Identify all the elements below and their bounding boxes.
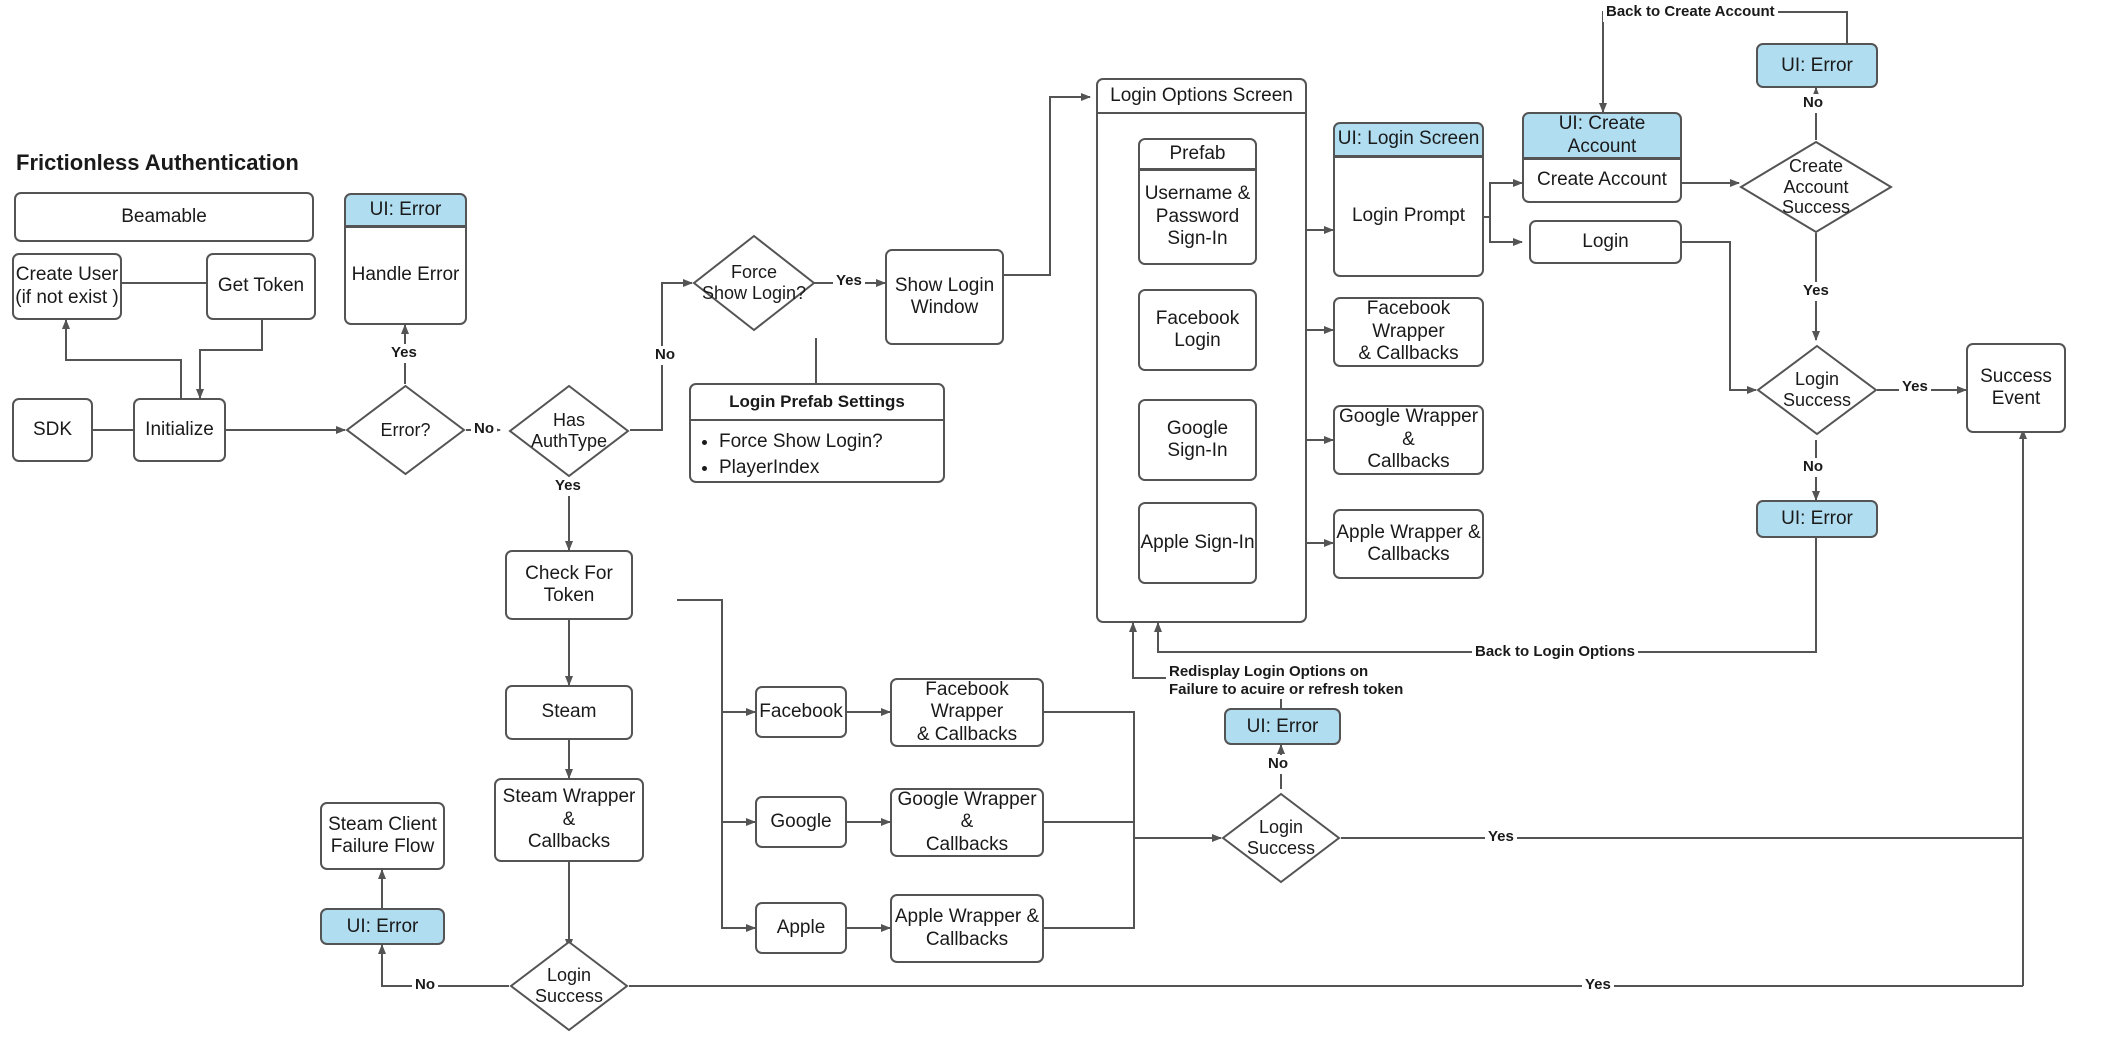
node-ui-error-mid[interactable]: UI: Error — [1224, 708, 1341, 745]
node-get-token[interactable]: Get Token — [206, 253, 316, 320]
node-login-success-right[interactable]: Login Success — [1756, 344, 1878, 436]
node-create-account[interactable]: Create Account — [1522, 159, 1682, 203]
node-success-event[interactable]: Success Event — [1966, 343, 2066, 433]
settings-list: Force Show Login? PlayerIndex — [691, 429, 943, 480]
node-google-wrapper-bottom[interactable]: Google Wrapper & Callbacks — [890, 788, 1044, 857]
node-beamable[interactable]: Beamable — [14, 192, 314, 242]
settings-title: Login Prefab Settings — [691, 385, 943, 421]
node-google-wrapper-top[interactable]: Google Wrapper & Callbacks — [1333, 405, 1484, 475]
node-apple-signin[interactable]: Apple Sign-In — [1138, 502, 1257, 584]
node-handle-error[interactable]: Handle Error — [344, 227, 467, 325]
node-has-authtype-decision[interactable]: Has AuthType — [508, 384, 630, 478]
node-google-signin[interactable]: Google Sign-In — [1138, 399, 1257, 481]
node-ui-error-create-account[interactable]: UI: Error — [1756, 43, 1878, 88]
edge-label-authtype-no: No — [652, 346, 678, 365]
edge-label-authtype-yes: Yes — [552, 477, 584, 496]
node-create-user[interactable]: Create User (if not exist ) — [12, 253, 122, 320]
node-create-account-success-label: Create Account Success — [1781, 155, 1851, 218]
edge-label-mid-yes: Yes — [1485, 828, 1517, 847]
node-facebook-wrapper-bottom[interactable]: Facebook Wrapper & Callbacks — [890, 678, 1044, 747]
node-facebook-login[interactable]: Facebook Login — [1138, 289, 1257, 371]
login-options-screen-title: Login Options Screen — [1098, 80, 1305, 114]
node-steam[interactable]: Steam — [505, 685, 633, 740]
node-google[interactable]: Google — [755, 796, 847, 848]
node-show-login-window[interactable]: Show Login Window — [885, 249, 1004, 345]
node-facebook[interactable]: Facebook — [755, 686, 847, 738]
node-create-account-success[interactable]: Create Account Success — [1739, 140, 1893, 234]
node-has-authtype-label: Has AuthType — [530, 410, 608, 451]
node-force-show-login-decision[interactable]: Force Show Login? — [692, 234, 816, 332]
edge-label-right-no: No — [1800, 458, 1826, 477]
edge-label-error-no: No — [471, 420, 497, 439]
edge-label-right-yes: Yes — [1899, 378, 1931, 397]
node-login-success-bottom[interactable]: Login Success — [509, 940, 629, 1032]
node-prefab-header[interactable]: Prefab — [1138, 138, 1257, 170]
node-username-password-signin[interactable]: Username & Password Sign-In — [1138, 170, 1257, 265]
login-prefab-settings-box: Login Prefab Settings Force Show Login? … — [689, 383, 945, 483]
edge-label-bottom-no: No — [412, 976, 438, 995]
node-login-success-bottom-label: Login Success — [534, 965, 604, 1006]
node-login-success-mid[interactable]: Login Success — [1221, 792, 1341, 884]
node-facebook-wrapper-top[interactable]: Facebook Wrapper & Callbacks — [1333, 297, 1484, 367]
page-title: Frictionless Authentication — [16, 150, 299, 175]
node-ui-login-screen-header[interactable]: UI: Login Screen — [1333, 122, 1484, 157]
node-ui-error-right[interactable]: UI: Error — [1756, 500, 1878, 538]
node-steam-client-failure-flow[interactable]: Steam Client Failure Flow — [320, 802, 445, 870]
settings-item: Force Show Login? — [719, 429, 943, 455]
node-sdk[interactable]: SDK — [12, 398, 93, 462]
edge-label-error-yes: Yes — [388, 344, 420, 363]
settings-item: PlayerIndex — [719, 455, 943, 481]
edge-label-create-yes: Yes — [1800, 282, 1832, 301]
node-apple[interactable]: Apple — [755, 902, 847, 954]
edge-label-create-no: No — [1800, 94, 1826, 113]
node-check-for-token[interactable]: Check For Token — [505, 550, 633, 620]
edge-label-force-yes: Yes — [833, 272, 865, 291]
edge-label-redisplay-login-options: Redisplay Login Options on Failure to ac… — [1166, 663, 1422, 699]
node-apple-wrapper-top[interactable]: Apple Wrapper & Callbacks — [1333, 509, 1484, 579]
edge-label-bottom-yes: Yes — [1582, 976, 1614, 995]
node-error-decision-label: Error? — [380, 419, 431, 440]
edge-label-mid-no: No — [1265, 755, 1291, 774]
edge-label-back-to-login-options: Back to Login Options — [1472, 643, 1638, 662]
node-apple-wrapper-bottom[interactable]: Apple Wrapper & Callbacks — [890, 894, 1044, 963]
node-error-decision[interactable]: Error? — [345, 384, 466, 476]
node-login-success-mid-label: Login Success — [1246, 817, 1316, 858]
node-force-show-login-label: Force Show Login? — [701, 262, 807, 303]
node-login-success-right-label: Login Success — [1782, 369, 1852, 410]
node-steam-wrapper-callbacks[interactable]: Steam Wrapper & Callbacks — [494, 778, 644, 862]
node-initialize[interactable]: Initialize — [133, 398, 226, 462]
node-ui-error-steam[interactable]: UI: Error — [320, 908, 445, 945]
edge-label-back-to-create-account: Back to Create Account — [1603, 3, 1778, 22]
node-ui-create-account-header[interactable]: UI: Create Account — [1522, 112, 1682, 159]
node-login-prompt[interactable]: Login Prompt — [1333, 157, 1484, 277]
node-login[interactable]: Login — [1529, 220, 1682, 264]
node-ui-error-handle-header[interactable]: UI: Error — [344, 193, 467, 227]
